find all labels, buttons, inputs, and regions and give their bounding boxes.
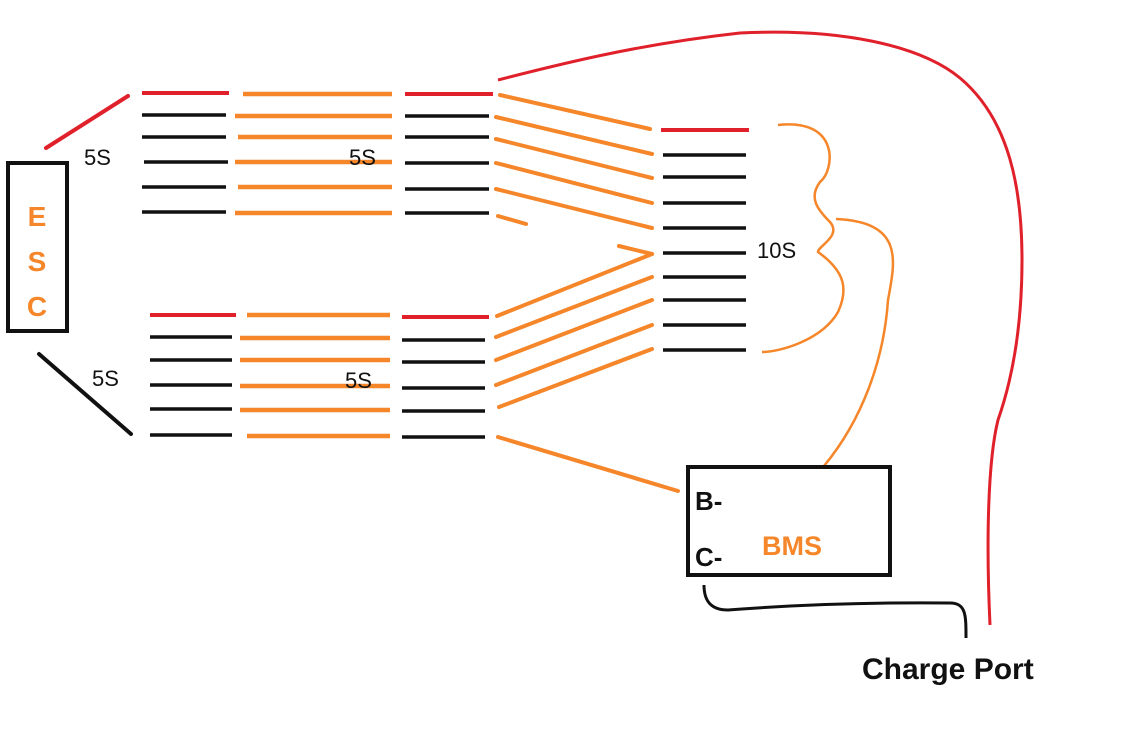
charge-port-label: Charge Port (862, 653, 1034, 686)
balance-bracket (761, 123, 845, 354)
esc-letter-c: C (27, 291, 47, 322)
esc-block: E S C (6, 161, 69, 333)
bms-label: BMS (762, 531, 822, 561)
balance-wire (494, 275, 654, 339)
balance-wire (497, 347, 654, 409)
c-minus-charge-wire (702, 584, 968, 639)
ten-s-stack (661, 128, 749, 352)
top-mid-series-label: 5S (349, 145, 376, 170)
balance-wire (617, 244, 654, 256)
esc-negative-lead (37, 352, 133, 436)
bottom-mid-series-label: 5S (345, 368, 372, 393)
top-left-series-label: 5S (84, 145, 111, 170)
bms-b-minus-label: B- (695, 486, 722, 516)
balance-wire (494, 187, 654, 230)
esc-box (6, 161, 69, 333)
esc-letter-s: S (28, 246, 47, 277)
balance-lead-to-bms (823, 217, 895, 467)
balance-wire (494, 161, 654, 205)
b-minus-lead (496, 435, 680, 493)
balance-wire (495, 252, 654, 318)
bms-c-minus-label: C- (695, 542, 722, 572)
balance-wire (494, 298, 654, 362)
ten-s-series-label: 10S (757, 238, 796, 263)
balance-wire (496, 214, 528, 226)
bms-box (686, 465, 892, 577)
bms-block: B- C- BMS (686, 465, 892, 577)
balance-wire (494, 115, 654, 156)
bottom-left-series-label: 5S (92, 366, 119, 391)
balance-wire (494, 323, 654, 387)
top-pack (142, 91, 493, 216)
balance-wire (498, 93, 652, 131)
bottom-balance-wires (494, 244, 654, 409)
esc-positive-lead (44, 94, 130, 150)
top-balance-wires (494, 93, 654, 230)
bottom-pack (150, 312, 489, 439)
esc-letter-e: E (28, 201, 47, 232)
positive-charge-wire (497, 30, 1024, 626)
balance-wire (494, 137, 654, 180)
